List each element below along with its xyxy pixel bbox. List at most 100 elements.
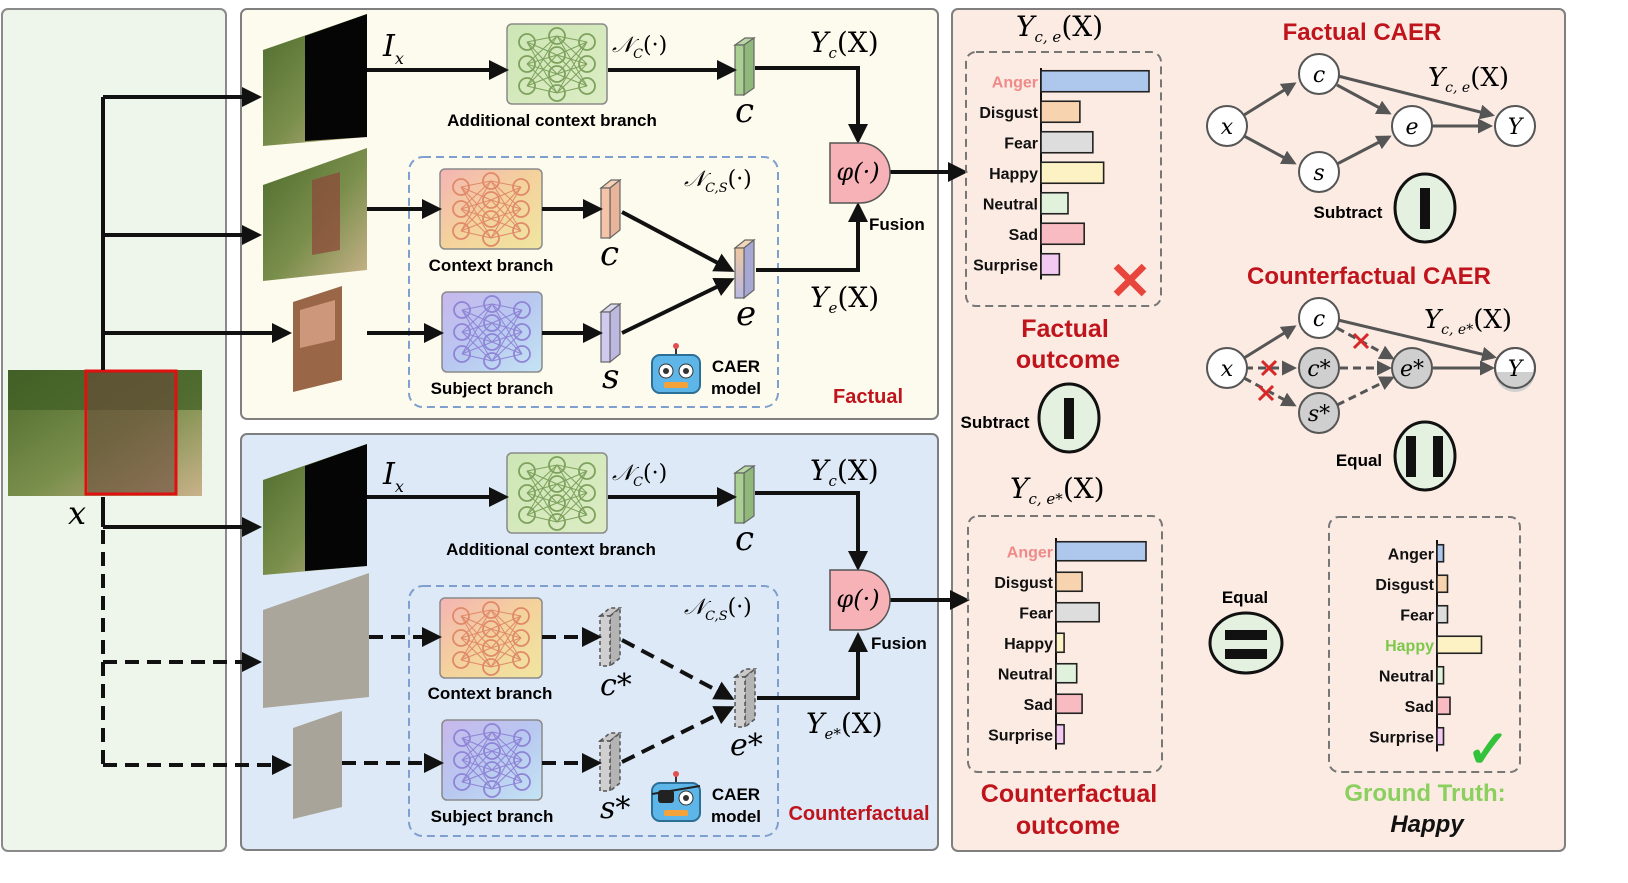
net-edge xyxy=(490,230,522,239)
net-node xyxy=(513,301,531,319)
counterfactual-outcome-caption-1: Counterfactual xyxy=(981,780,1157,808)
masked-context-image xyxy=(263,14,367,146)
counter-graph-node-x xyxy=(1206,347,1248,389)
tick-label-anger: Anger xyxy=(1388,546,1434,563)
factual-graph-node-e-label: e xyxy=(1405,115,1418,140)
net-edge xyxy=(526,464,558,494)
cf-ncs-box xyxy=(408,585,779,837)
net-node xyxy=(513,729,531,747)
cf-masked-context-image xyxy=(263,444,367,575)
net-edge xyxy=(556,85,588,94)
factual-subject-branch-label: Subject branch xyxy=(431,379,554,398)
net-edge xyxy=(461,737,493,790)
subtract-left-label: Subtract xyxy=(961,413,1030,432)
net-node xyxy=(578,55,596,73)
cf-feature-sstar xyxy=(597,731,623,793)
net-node xyxy=(518,484,536,502)
factual-feature-s xyxy=(599,302,622,364)
factual-subject-network xyxy=(441,291,543,373)
context-image xyxy=(263,148,367,281)
net-node xyxy=(548,84,566,102)
net-edge xyxy=(556,63,588,94)
net-node xyxy=(483,295,501,313)
net-node xyxy=(513,323,531,341)
factual-graph-node-y-label: Y xyxy=(1508,115,1525,140)
cf-context-branch-label: Context branch xyxy=(428,684,553,703)
cut-edge-marks xyxy=(1257,332,1370,402)
subtract-right-icon xyxy=(1393,172,1457,244)
bar-happy xyxy=(1055,632,1065,654)
net-edge xyxy=(461,737,493,752)
net-edge xyxy=(460,609,492,639)
cf-additional-branch-label: Additional context branch xyxy=(446,540,656,559)
bar-neutral xyxy=(1055,662,1078,684)
tick-label-fear: Fear xyxy=(1400,607,1434,624)
net-node xyxy=(548,27,566,45)
factual-graph-node-c-label: c xyxy=(1313,63,1325,88)
cf-caer-label-2: model xyxy=(711,807,761,826)
net-edge xyxy=(556,63,588,75)
net-node xyxy=(453,773,471,791)
net-edge xyxy=(461,750,493,761)
net-edge xyxy=(526,41,558,56)
factual-ncs-box xyxy=(408,156,779,408)
net-node xyxy=(483,352,501,370)
bar-fear xyxy=(1436,604,1449,624)
factual-outcome-title: Yc, e(X) xyxy=(1016,10,1103,46)
net-edge xyxy=(461,731,493,761)
net-node xyxy=(453,345,471,363)
net-edge xyxy=(491,353,523,362)
net-edge xyxy=(556,492,588,504)
cf-c-top-label: c xyxy=(735,519,754,559)
net-edge xyxy=(460,180,492,210)
tick-label-disgust: Disgust xyxy=(979,105,1038,122)
bar-sad xyxy=(1436,696,1451,716)
net-node xyxy=(452,178,470,196)
net-node xyxy=(452,629,470,647)
tick-label-sad: Sad xyxy=(1405,699,1434,716)
net-edge xyxy=(491,303,523,311)
net-edge xyxy=(461,731,493,739)
factual-ye-label: Ye(X) xyxy=(810,281,879,317)
net-edge xyxy=(460,647,492,661)
net-node xyxy=(453,729,471,747)
counter-graph-node-estar xyxy=(1391,347,1433,389)
net-edge xyxy=(556,502,588,516)
net-node xyxy=(483,761,501,779)
factual-graph-node-s xyxy=(1298,151,1340,193)
net-node xyxy=(512,178,530,196)
bar-surprise xyxy=(1040,252,1061,276)
net-edge xyxy=(490,637,522,649)
net-edge xyxy=(526,63,558,94)
tick-label-neutral: Neutral xyxy=(983,196,1038,213)
net-edge xyxy=(461,759,493,790)
net-edge xyxy=(490,208,522,220)
net-edge xyxy=(490,218,522,232)
counter-graph-node-y xyxy=(1494,347,1536,392)
net-edge xyxy=(460,615,492,630)
net-node xyxy=(512,607,530,625)
counterfactual-panel-title: Counterfactual xyxy=(788,803,929,825)
cf-arrows xyxy=(342,487,970,773)
counter-graph-node-c-label: c xyxy=(1313,307,1325,332)
net-edge xyxy=(490,615,522,668)
net-edge xyxy=(460,180,492,188)
net-node xyxy=(548,494,566,512)
factual-context-branch-label: Context branch xyxy=(429,256,554,275)
net-edge xyxy=(490,609,522,617)
net-edge xyxy=(490,186,522,201)
net-edge xyxy=(461,341,493,355)
net-node xyxy=(483,780,501,798)
factual-ix-label: Ix xyxy=(382,29,404,68)
net-node xyxy=(483,314,501,332)
net-edge xyxy=(490,637,522,668)
counterfactual-outcome-box xyxy=(967,515,1163,773)
bar-anger xyxy=(1040,69,1150,93)
counter-graph-node-cstar-label: c* xyxy=(1307,357,1330,382)
net-edge xyxy=(526,492,558,504)
cf-fusion-node xyxy=(829,569,891,631)
factual-phi-label: φ(·) xyxy=(836,158,879,186)
factual-fusion-node xyxy=(829,142,891,204)
net-edge xyxy=(491,303,523,333)
cf-blank-subject-image xyxy=(293,711,342,819)
